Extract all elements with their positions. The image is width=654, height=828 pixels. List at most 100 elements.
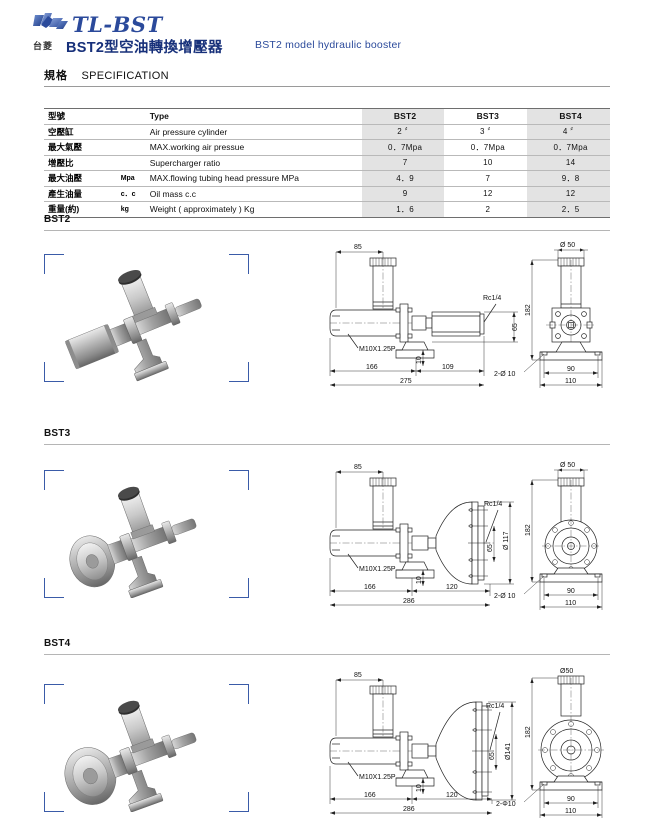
row-unit [116,108,146,125]
table-row: 產生油量 c．c Oil mass c.c 9 12 12 [44,186,610,202]
dim-m10-bst3: M10X1.25P [359,566,396,573]
dim-od117-bst3: Ø 117 [503,531,510,550]
row-label-en: MAX.flowing tubing head pressure MPa [145,170,362,187]
dim-90-bst2: 90 [567,366,575,373]
dim-286-bst3: 286 [403,598,415,605]
dim-90-bst3: 90 [567,588,575,595]
dim-110-bst4: 110 [565,808,576,815]
dim-166-bst3: 166 [364,584,376,591]
dim-rc14-bst4: Rc1/4 [486,703,504,710]
cell-bst3: 7 [444,170,528,187]
dim-65-bst3: 65 [487,544,494,552]
table-row: 最大氣壓 MAX.working air pressue 0．7Mpa 0．7M… [44,139,610,156]
row-label-en: Oil mass c.c [145,186,362,202]
row-label-en: MAX.working air pressue [145,139,362,156]
row-unit: Mpa [116,170,146,187]
dim-od50-bst2: Ø 50 [560,242,575,249]
cell-bst4: 4 〞 [527,124,610,140]
dim-10-bst3: 10 [416,576,423,584]
spec-heading-cn: 規格 [44,70,68,82]
row-unit [116,155,146,171]
column-header-bst3: BST3 [444,108,528,125]
dim-10-bst4: 10 [416,784,423,792]
cell-bst2: 2 〞 [361,124,445,140]
dim-109-bst2: 109 [442,364,454,371]
cell-bst2: 9 [361,186,445,202]
cell-bst4: 0．7Mpa [527,139,610,156]
dim-182-bst2: 182 [525,304,532,316]
section-rule-bst3 [44,444,610,445]
dim-m10-bst2: M10X1.25P [359,346,396,353]
cell-bst4: 2．5 [527,201,610,218]
row-label-en: Type [145,108,362,125]
dim-od141-bst4: Ø141 [505,743,512,760]
table-row: 最大油壓 Mpa MAX.flowing tubing head pressur… [44,170,610,187]
cell-bst4: 14 [527,155,610,171]
dim-275-bst2: 275 [400,378,412,385]
dim-rc14-bst3: Rc1/4 [484,501,502,508]
page-title-en: BST2 model hydraulic booster [255,39,402,51]
brand-name: TL-BST [72,12,163,37]
dim-85-bst4: 85 [354,672,362,679]
spec-heading-rule [44,86,610,87]
dim-85-bst2: 85 [354,244,362,251]
page-title-cn: BST2型空油轉換增壓器 [66,40,223,56]
dim-85-bst3: 85 [354,464,362,471]
technical-drawing-bst3: M10X1.25P Rc1/4 85 Ø 11 [318,458,614,620]
dim-182-bst4: 182 [525,726,532,738]
cell-bst4: 9．8 [527,170,610,187]
column-header-bst4: BST4 [527,108,610,125]
dim-10-bst2: 10 [416,356,423,364]
product-photo-bst3 [44,470,249,598]
spec-heading: 規格 SPECIFICATION [44,66,610,84]
row-label-cn: 最大氣壓 [44,139,117,156]
tl-bst-logo-icon [33,12,69,36]
row-label-cn: 空壓缸 [44,124,117,140]
section-rule-bst2 [44,230,610,231]
section-rule-bst4 [44,654,610,655]
cell-bst3: 2 [444,201,528,218]
cell-bst2: 1．6 [361,201,445,218]
row-label-cn: 重量(約) [44,201,117,218]
dim-166-bst2: 166 [366,364,378,371]
dim-65-bst2: 65 [512,323,519,331]
section-label-bst2: BST2 [44,214,71,225]
page-header: TL-BST 台菱 BST2型空油轉換增壓器 BST2 model hydrau… [0,0,654,62]
cell-bst2: 7 [361,155,445,171]
row-unit: c．c [116,186,146,202]
spec-heading-en: SPECIFICATION [81,70,169,82]
specification-table: 型號 Type BST2 BST3 BST4 空壓缸 Air pressure … [44,108,610,218]
row-label-en: Weight ( approximately ) Kg [145,201,362,218]
dim-holes-bst4: 2-Φ10 [496,801,516,808]
row-label-cn: 增壓比 [44,155,117,171]
dim-286-bst4: 286 [403,806,415,813]
dim-rc14-bst2: Rc1/4 [483,295,501,302]
cell-bst2: 0．7Mpa [361,139,445,156]
cell-bst3: 0．7Mpa [444,139,528,156]
dim-166-bst4: 166 [364,792,376,799]
cell-bst3: 12 [444,186,528,202]
table-row: 重量(約) kg Weight ( approximately ) Kg 1．6… [44,201,610,218]
dim-110-bst2: 110 [565,378,576,385]
dim-120-bst4: 120 [446,792,458,799]
technical-drawing-bst2: M10X1.25P Rc1/4 85 [318,238,614,400]
table-row: 空壓缸 Air pressure cylinder 2 〞 3 〞 4 〞 [44,124,610,140]
dim-od50-bst3: Ø 50 [560,462,575,469]
dim-m10-bst4: M10X1.25P [359,774,396,781]
table-row: 增壓比 Supercharger ratio 7 10 14 [44,155,610,171]
dim-od50-bst4: Ø50 [560,668,573,675]
section-label-bst3: BST3 [44,428,71,439]
dim-90-bst4: 90 [567,796,575,803]
technical-drawing-bst4: M10X1.25P Rc1/4 85 Ø141 [318,668,614,828]
cell-bst2: 4．9 [361,170,445,187]
table-row: 型號 Type BST2 BST3 BST4 [44,108,610,125]
dim-182-bst3: 182 [525,524,532,536]
dim-65-bst4: 65 [489,752,496,760]
dim-110-bst3: 110 [565,600,576,607]
row-unit [116,124,146,140]
cell-bst4: 12 [527,186,610,202]
row-unit: kg [116,201,146,218]
cell-bst3: 3 〞 [444,124,528,140]
row-label-en: Air pressure cylinder [145,124,362,140]
